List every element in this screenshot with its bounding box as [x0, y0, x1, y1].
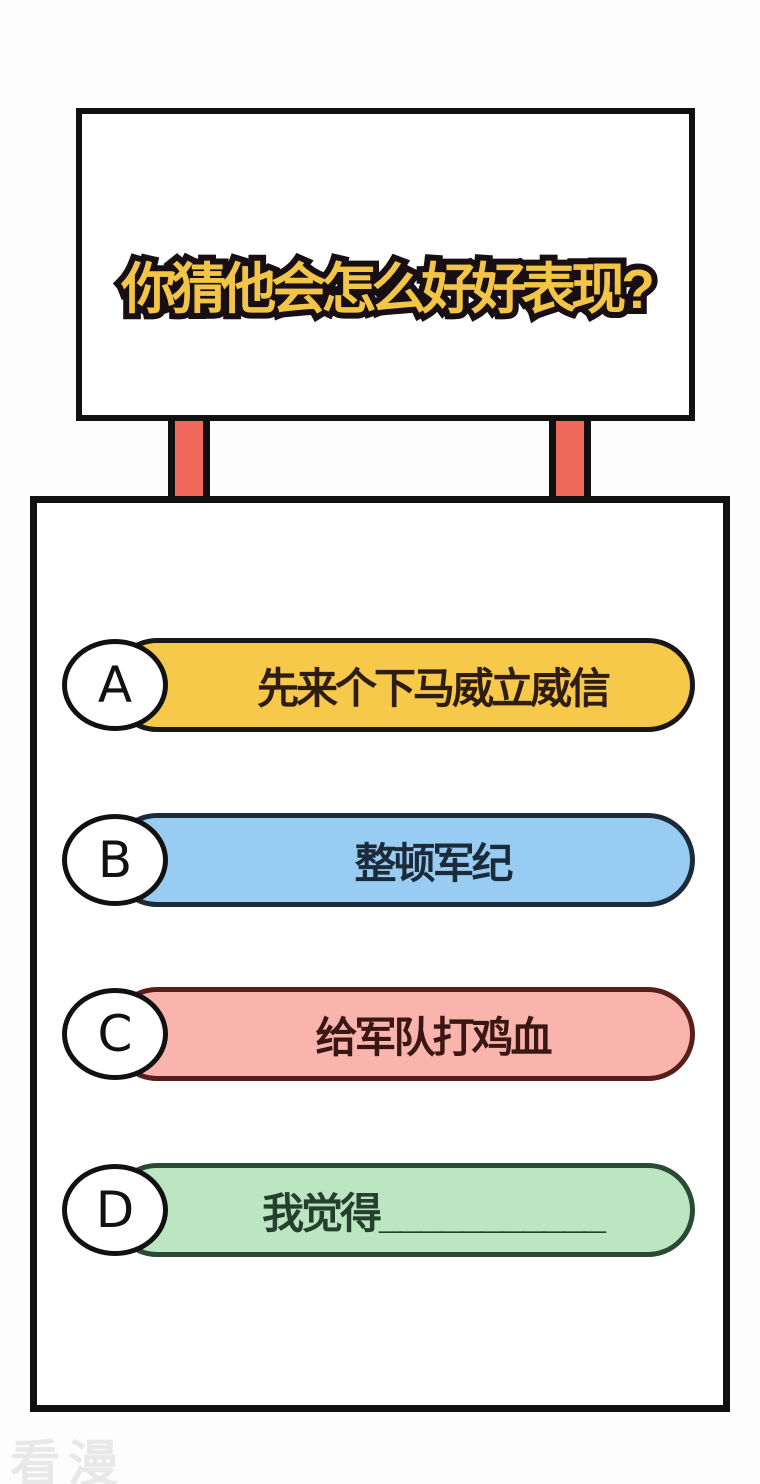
sign-post-right — [549, 410, 591, 505]
question-sign-board: 你猜他会怎么好好表现? — [76, 108, 695, 421]
option-a-label: 先来个下马威立威信 — [256, 664, 611, 712]
option-row-a[interactable]: A 先来个下马威立威信 — [0, 638, 760, 732]
option-c-label: 给军队打鸡血 — [315, 1013, 552, 1061]
app-watermark: 看漫 — [10, 1436, 126, 1484]
option-c-pill[interactable] — [110, 987, 695, 1081]
option-a-badge[interactable]: A — [62, 639, 168, 731]
option-d-badge[interactable]: D — [62, 1164, 168, 1256]
option-row-b[interactable]: B 整顿军纪 — [0, 813, 760, 907]
option-c-letter: C — [97, 1005, 133, 1063]
option-b-letter: B — [97, 831, 133, 889]
option-b-pill[interactable] — [110, 813, 695, 907]
option-a-pill[interactable] — [110, 638, 695, 732]
option-d-letter: D — [95, 1181, 135, 1239]
options-box — [30, 496, 730, 1412]
option-row-c[interactable]: C 给军队打鸡血 — [0, 987, 760, 1081]
option-b-label: 整顿军纪 — [354, 839, 513, 887]
option-d-pill[interactable] — [110, 1163, 695, 1257]
option-b-badge[interactable]: B — [62, 814, 168, 906]
option-c-badge[interactable]: C — [62, 988, 168, 1080]
option-a-letter: A — [97, 656, 133, 714]
sign-post-left — [168, 410, 210, 505]
option-d-label: 我觉得___________ — [262, 1189, 606, 1237]
option-row-d[interactable]: D 我觉得___________ — [0, 1163, 760, 1257]
question-title: 你猜他会怎么好好表现? — [115, 252, 661, 326]
